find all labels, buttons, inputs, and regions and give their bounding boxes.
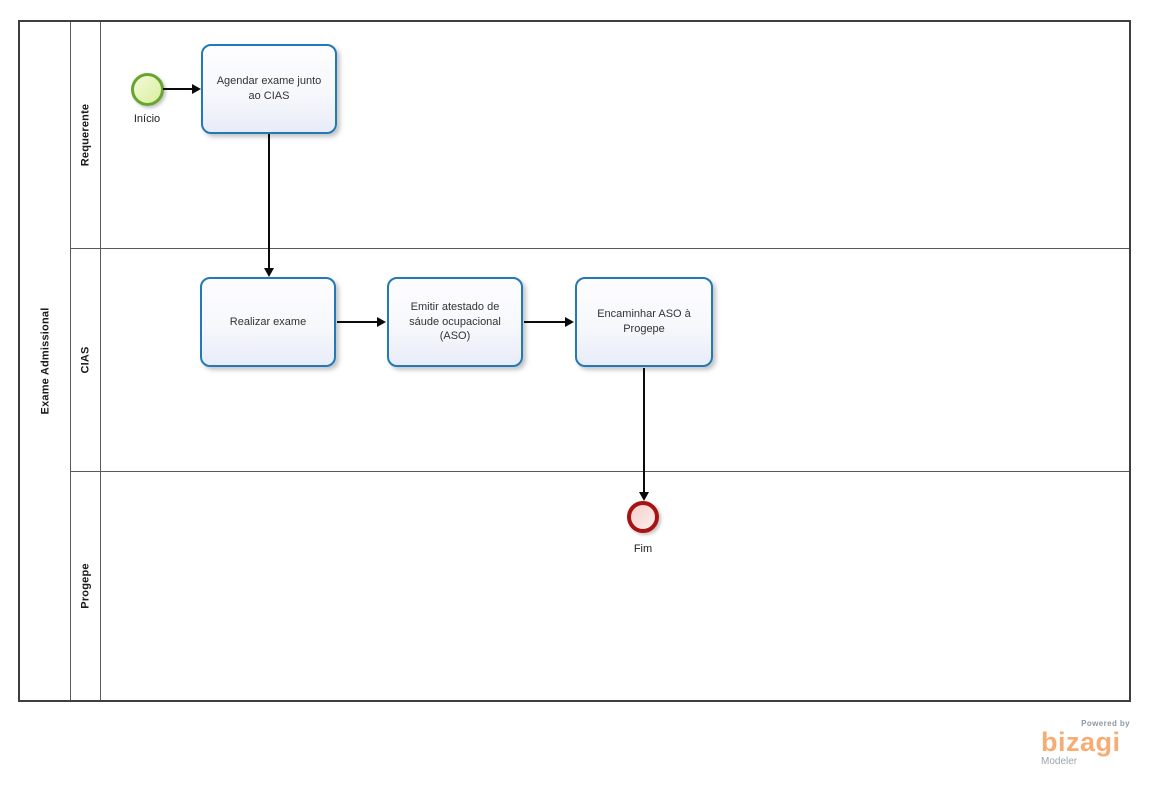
arrowhead-icon — [639, 492, 649, 501]
end-event-label: Fim — [633, 543, 653, 555]
lane-label-column: Requerente CIAS Progepe — [71, 22, 101, 700]
sequence-flow-start-to-agendar — [163, 88, 194, 90]
sequence-flow-realizar-to-emitir — [337, 321, 379, 323]
sequence-flow-agendar-to-realizar — [268, 134, 270, 270]
arrowhead-icon — [192, 84, 201, 94]
sequence-flow-emitir-to-encaminhar — [524, 321, 567, 323]
sequence-flow-encaminhar-to-fim — [643, 368, 645, 494]
lane-divider-cias-progepe — [71, 471, 1129, 472]
lane-label-requerente: Requerente — [79, 103, 92, 167]
lane-label-cias: CIAS — [79, 345, 92, 374]
task-emitir-aso: Emitir atestado de sáude ocupacional (AS… — [387, 277, 523, 367]
task-encaminhar-aso: Encaminhar ASO à Progepe — [575, 277, 713, 367]
start-event-label: Início — [133, 113, 161, 125]
lane-label-progepe: Progepe — [79, 562, 92, 609]
pool-title: Exame Admissional — [39, 307, 51, 415]
arrowhead-icon — [565, 317, 574, 327]
powered-by-text: Powered by — [1081, 719, 1130, 728]
lane-header-cias: CIAS — [71, 248, 100, 471]
end-event-circle — [627, 501, 659, 533]
task-agendar-exame: Agendar exame junto ao CIAS — [201, 44, 337, 134]
lane-header-progepe: Progepe — [71, 471, 100, 700]
bizagi-branding: Powered by bizagi Modeler — [1041, 719, 1133, 767]
task-realizar-exame: Realizar exame — [200, 277, 336, 367]
bizagi-modeler-text: Modeler — [1041, 756, 1078, 767]
start-event-circle — [131, 73, 164, 106]
arrowhead-icon — [377, 317, 386, 327]
arrowhead-icon — [264, 268, 274, 277]
bizagi-logo: bizagi — [1041, 727, 1121, 757]
lane-divider-requerente-cias — [71, 248, 1129, 249]
lane-header-requerente: Requerente — [71, 22, 100, 248]
pool-header: Exame Admissional — [20, 22, 71, 700]
